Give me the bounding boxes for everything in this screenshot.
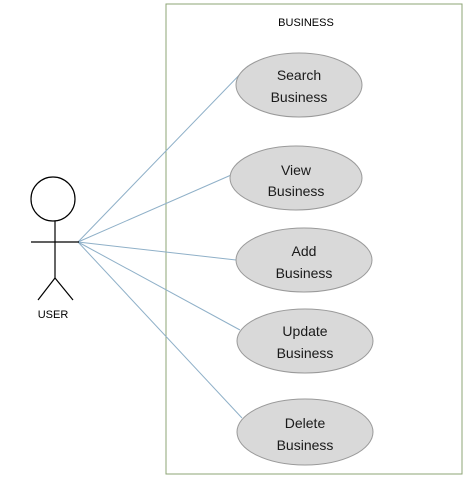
- use-case-view: View Business: [229, 145, 363, 211]
- use-case-label-line2: Business: [277, 437, 334, 453]
- use-case-label-line1: Add: [292, 243, 317, 259]
- association-line-add: [77, 241, 237, 261]
- use-case-update: Update Business: [236, 308, 374, 374]
- use-case-label-line2: Business: [277, 345, 334, 361]
- actor-left-leg: [37, 277, 56, 301]
- system-boundary: [165, 3, 463, 475]
- actor-head: [30, 176, 76, 222]
- use-case-label-line2: Business: [268, 183, 325, 199]
- use-case-ellipse: [235, 52, 363, 118]
- use-case-ellipse: [235, 227, 373, 293]
- use-case-ellipse: [236, 398, 374, 466]
- use-case-label-line1: Delete: [285, 415, 326, 431]
- actor-label: USER: [38, 309, 69, 321]
- association-line-view: [77, 171, 239, 243]
- use-case-add: Add Business: [235, 227, 373, 293]
- use-case-label-line2: Business: [276, 265, 333, 281]
- association-line-update: [77, 241, 241, 331]
- actor-user: [30, 176, 79, 301]
- use-case-ellipse: [229, 145, 363, 211]
- system-title: BUSINESS: [278, 17, 334, 29]
- actor-right-leg: [54, 277, 74, 301]
- use-case-search: Search Business: [235, 52, 363, 118]
- use-case-ellipse: [236, 308, 374, 374]
- use-case-label-line2: Business: [271, 89, 328, 105]
- use-case-label-line1: Search: [277, 67, 321, 83]
- association-line-delete: [77, 241, 243, 419]
- associations: [77, 65, 249, 419]
- association-line-search: [77, 65, 249, 243]
- use-case-label-line1: View: [281, 162, 312, 178]
- use-case-delete: Delete Business: [236, 398, 374, 466]
- use-case-label-line1: Update: [282, 323, 327, 339]
